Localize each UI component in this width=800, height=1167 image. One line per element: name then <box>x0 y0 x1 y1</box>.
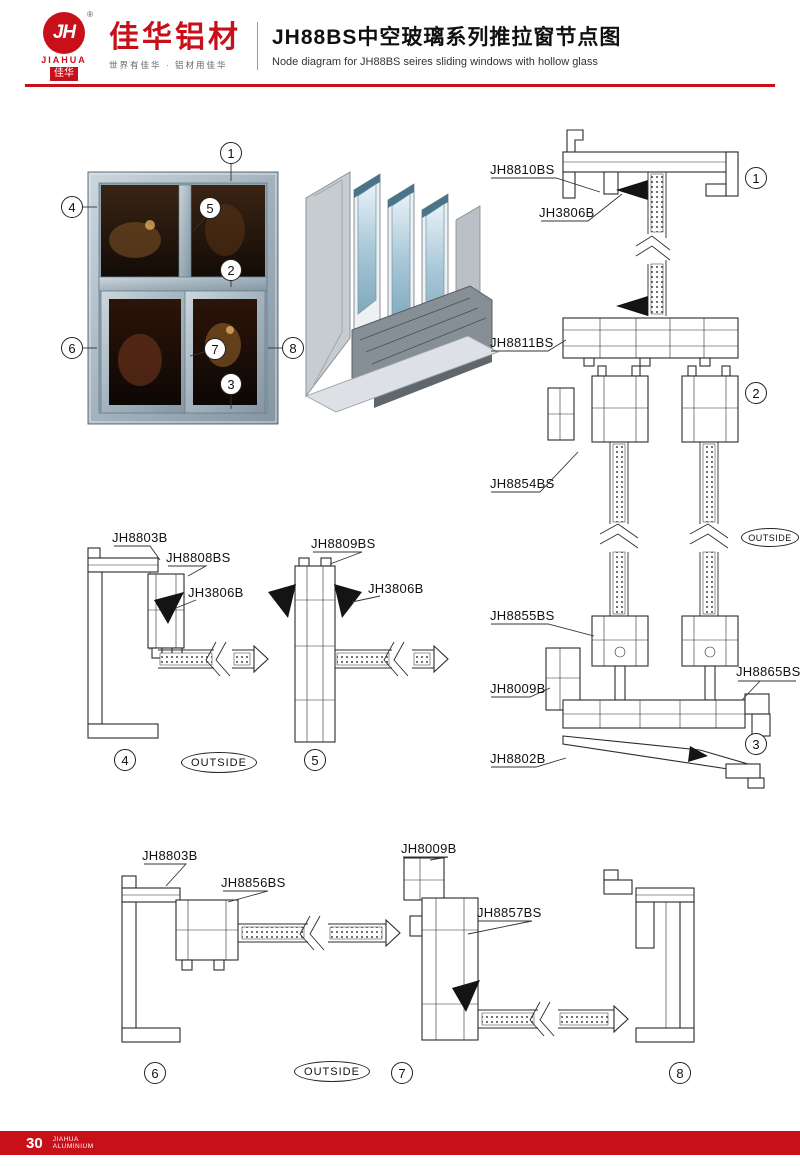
label-jh3806b-top: JH3806B <box>539 205 595 220</box>
label-jh8808bs: JH8808BS <box>166 550 231 565</box>
logo-monogram: JH <box>52 21 76 43</box>
page-footer: 30 JIAHUA ALUMINIUM <box>0 1131 800 1155</box>
label-jh8009b-bottom: JH8009B <box>401 841 457 856</box>
elevation-callout-7: 7 <box>204 338 226 360</box>
label-jh8855bs: JH8855BS <box>490 608 555 623</box>
label-jh8803b-mid: JH8803B <box>112 530 168 545</box>
label-jh8009b: JH8009B <box>490 681 546 696</box>
elevation-callout-4: 4 <box>61 196 83 218</box>
header-divider <box>257 22 258 70</box>
window-elevation <box>83 164 282 425</box>
outside-label-bottom: OUTSIDE <box>294 1061 370 1082</box>
brand-block: 佳华铝材 世界有佳华 · 铝材用佳华 <box>109 21 241 71</box>
header-rule <box>25 84 775 87</box>
label-jh8857bs: JH8857BS <box>477 905 542 920</box>
brand-logo: JH ® JIAHUA 佳华 <box>25 10 103 81</box>
page-title: JH88BS中空玻璃系列推拉窗节点图 <box>272 25 622 49</box>
section-callout-8: 8 <box>669 1062 691 1084</box>
elevation-callout-1: 1 <box>220 142 242 164</box>
elevation-callout-6: 6 <box>61 337 83 359</box>
label-jh8811bs: JH8811BS <box>490 335 554 350</box>
elevation-callout-2: 2 <box>220 259 242 281</box>
brand-tagline: 世界有佳华 · 铝材用佳华 <box>109 60 228 70</box>
section-horizontal-bottom <box>121 856 695 1043</box>
page-number: 30 <box>26 1134 43 1152</box>
section-callout-6: 6 <box>144 1062 166 1084</box>
page-header: JH ® JIAHUA 佳华 佳华铝材 世界有佳华 · 铝材用佳华 JH88BS… <box>25 10 775 82</box>
page-subtitle: Node diagram for JH88BS seires sliding w… <box>272 55 598 68</box>
window-3d-render <box>304 171 500 413</box>
elevation-callout-8: 8 <box>282 337 304 359</box>
section-callout-2: 2 <box>745 382 767 404</box>
brand-name-en: JIAHUA <box>41 54 87 65</box>
title-block: JH88BS中空玻璃系列推拉窗节点图 Node diagram for JH88… <box>272 25 621 68</box>
label-jh8803b-bottom: JH8803B <box>142 848 198 863</box>
section-callout-5: 5 <box>304 749 326 771</box>
footer-brand-line1: JIAHUA <box>52 1135 79 1143</box>
footer-brand: JIAHUA ALUMINIUM <box>53 1136 94 1151</box>
brand-seal: 佳华 <box>50 66 78 81</box>
label-jh8802b: JH8802B <box>490 751 546 766</box>
section-callout-7: 7 <box>391 1062 413 1084</box>
outside-label-right: OUTSIDE <box>741 528 799 547</box>
elevation-callout-3: 3 <box>220 373 242 395</box>
brand-name-cn: 佳华铝材 <box>109 21 241 54</box>
label-jh3806b-mid-left: JH3806B <box>188 585 244 600</box>
label-jh3806b-mid-right: JH3806B <box>368 581 424 596</box>
section-callout-4: 4 <box>114 749 136 771</box>
label-jh8856bs: JH8856BS <box>221 875 286 890</box>
section-callout-3: 3 <box>745 733 767 755</box>
registered-mark: ® <box>87 9 93 19</box>
label-jh8810bs: JH8810BS <box>490 162 555 177</box>
elevation-callout-5: 5 <box>199 197 221 219</box>
outside-label-mid: OUTSIDE <box>181 752 257 773</box>
section-horizontal-mid <box>87 545 449 743</box>
brand-logo-circle: JH ® <box>43 10 93 54</box>
label-jh8854bs: JH8854BS <box>490 476 555 491</box>
label-jh8809bs: JH8809BS <box>311 536 376 551</box>
section-vertical-right <box>491 129 796 789</box>
footer-brand-line2: ALUMINIUM <box>52 1143 94 1150</box>
section-callout-1: 1 <box>745 167 767 189</box>
label-jh8865bs: JH8865BS <box>736 664 800 679</box>
